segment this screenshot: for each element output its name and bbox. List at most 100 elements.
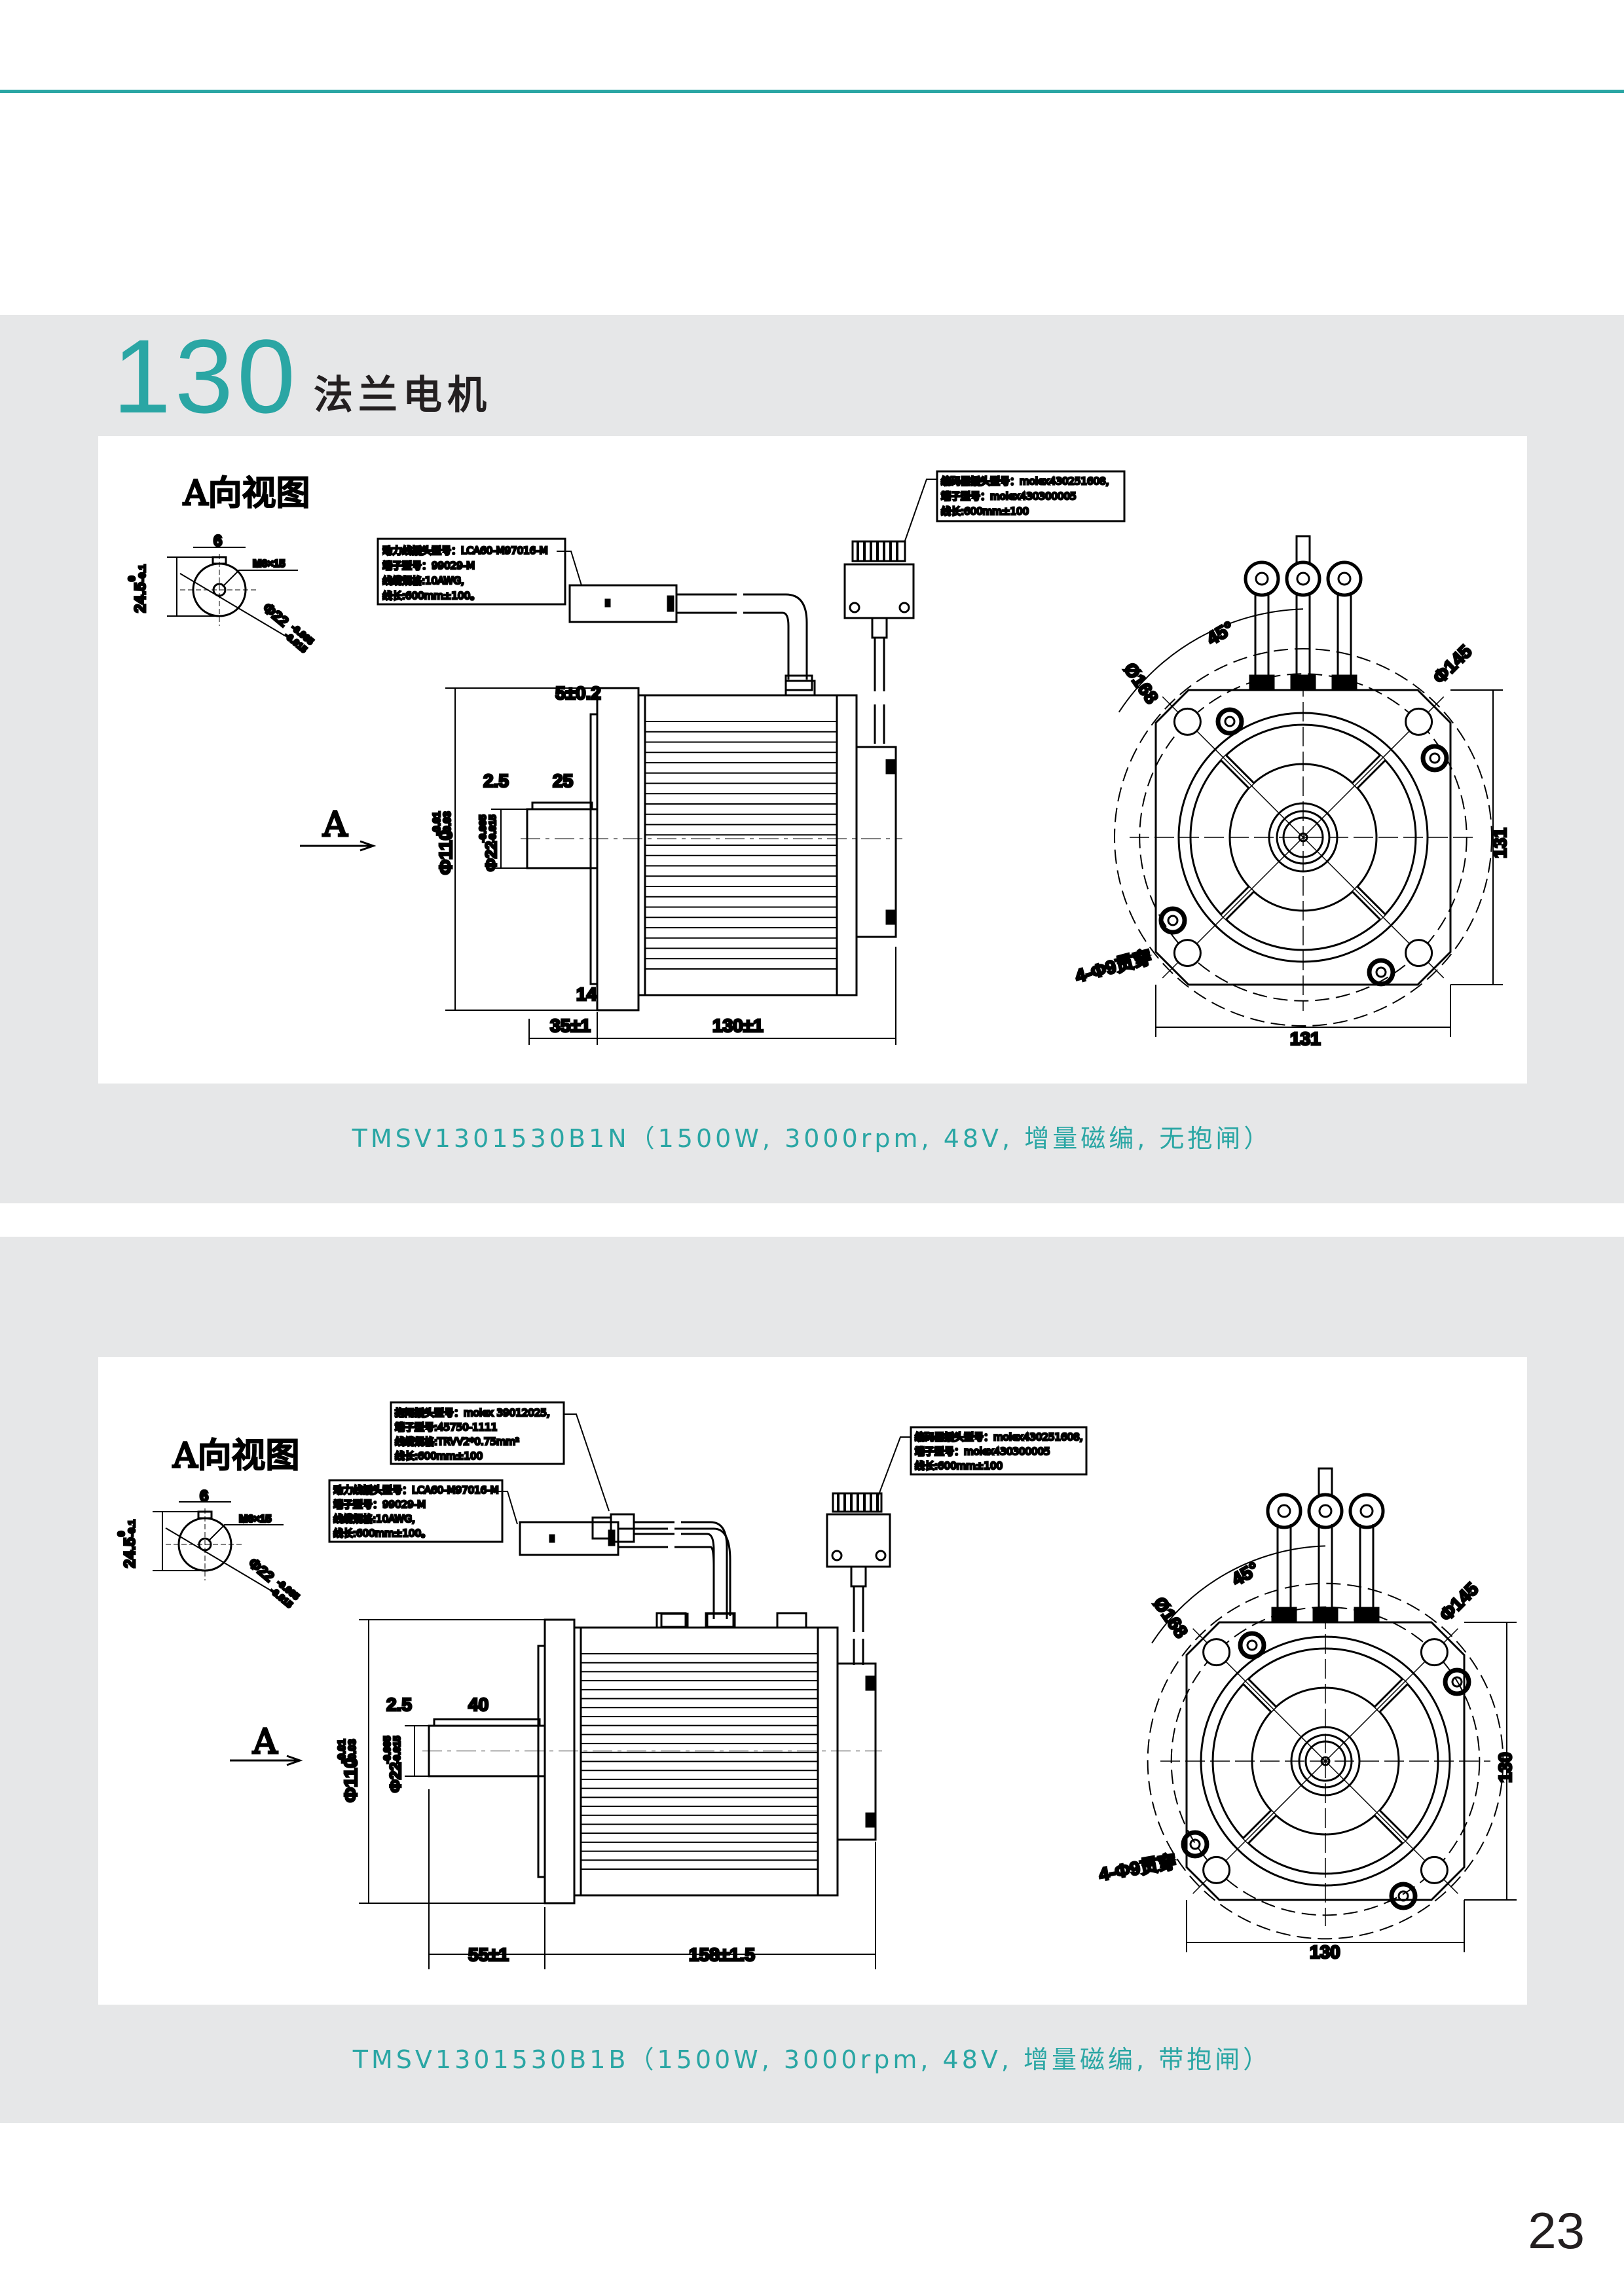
drawing-line	[153, 1511, 205, 1571]
technical-drawing-1: A向视图 6 M6×15 24.50-0.1 Φ22-0.005-0.015 动…	[126, 470, 1511, 1050]
bolt-center	[1375, 966, 1387, 978]
pcd-outer-circle	[1147, 1582, 1504, 1940]
label-line: 线缆规格:TRVV2*0.75mm²	[395, 1436, 519, 1448]
a-view-label: A向视图	[183, 474, 310, 513]
flange-step-dim: 5±0.2	[555, 683, 601, 703]
power-connector	[568, 584, 813, 691]
drawing-line	[180, 554, 259, 626]
label-line: 端子型号:45750-1111	[395, 1421, 497, 1433]
shaft-key	[433, 1718, 541, 1727]
holes-dim: 4-Φ9贯穿	[1073, 947, 1154, 987]
flange-thick-dim: 14	[576, 984, 597, 1004]
label-line: 线长:600mm±100	[915, 1460, 1003, 1472]
shaft-end-view	[153, 1501, 284, 1591]
motor-front-view	[1114, 535, 1503, 1037]
motor-front-view	[1147, 1467, 1517, 1952]
label-line: 端子型号：molex430300005	[941, 490, 1077, 502]
label-line: 动力线插头型号：LCA60-M97016-M	[333, 1484, 499, 1496]
thread-dim: M6×15	[253, 558, 285, 570]
tol-lower: -0.015	[487, 814, 498, 843]
motor-flange	[596, 687, 640, 1011]
drawing-line	[193, 547, 298, 587]
technical-drawing-2: A向视图 6 M6×15 24.50-0.1 Φ22-0.005-0.015 抱…	[115, 1401, 1517, 1969]
cable-connector	[1348, 1493, 1385, 1529]
center-line	[1160, 1609, 1490, 1926]
cable-pin	[1318, 1467, 1333, 1496]
spigot-dim: Φ110	[435, 830, 456, 875]
motor-side-view	[445, 680, 902, 1011]
drawing-line	[165, 1527, 271, 1591]
mounting-hole	[1173, 939, 1202, 968]
cable-connector	[1285, 560, 1321, 597]
drawing-line	[179, 573, 286, 636]
flange-spigot	[589, 713, 599, 985]
pcd-dim: Φ145	[1435, 1578, 1482, 1625]
encoder-cover	[855, 746, 897, 938]
header-rule	[0, 90, 1624, 93]
mounting-hole	[1173, 707, 1202, 736]
thread-dim: M6×15	[239, 1514, 271, 1525]
label-line: 端子型号：99029-M	[382, 560, 475, 572]
mounting-hole	[1420, 1855, 1449, 1884]
cable-gland	[655, 1612, 687, 1629]
cable-connector-center	[1255, 572, 1269, 586]
body-length-dim: 130±1	[712, 1015, 764, 1036]
bolt-center	[1246, 1639, 1258, 1651]
encoder-cover	[836, 1662, 877, 1841]
angle-dim: 45°	[1228, 1558, 1263, 1590]
drawing-line	[179, 1501, 284, 1542]
cable-connector-center	[1359, 1504, 1374, 1518]
bolt-center	[1189, 1838, 1201, 1850]
mounting-hole	[1202, 1638, 1231, 1667]
chamfer-dim: 2.5	[386, 1694, 412, 1715]
motor-side-view	[359, 1612, 882, 1904]
height-dim: 131	[1490, 828, 1510, 858]
dim-leader	[491, 809, 527, 869]
label-line: 编码器插头型号：molex430251608,	[941, 475, 1109, 487]
dim-leader	[445, 687, 597, 1011]
pcd-outer-circle	[1114, 648, 1492, 1027]
label-line: 抱闸插头型号：molex 39012025,	[395, 1407, 550, 1419]
label-line: 线长:600mm±100。	[382, 590, 480, 602]
cable-gland	[784, 680, 816, 697]
label-line: 编码器插头型号：molex430251608,	[915, 1431, 1082, 1443]
mounting-hole	[1420, 1638, 1449, 1667]
pcd-outer-dim: Ø168	[1149, 1594, 1192, 1642]
cover-screw	[865, 1812, 877, 1828]
mounting-hole	[1405, 939, 1433, 968]
power-cable-label: 动力线插头型号：LCA60-M97016-M 端子型号：99029-M 线缆规格…	[377, 538, 582, 606]
pcd-outer-dim: Ø168	[1120, 659, 1162, 708]
label-line: 端子型号：molex430300005	[915, 1446, 1050, 1457]
key-length-dim: 40	[468, 1694, 489, 1715]
dim-leader	[1186, 1900, 1465, 1952]
drawing-line	[166, 1508, 244, 1580]
bolt	[1389, 1882, 1418, 1910]
width-dim: 131	[1290, 1029, 1321, 1049]
tol-upper: -0.01	[432, 811, 443, 835]
bolt	[1215, 707, 1244, 736]
shaft-dia-dim: Φ22	[246, 1555, 278, 1585]
tol-upper: -0.01	[337, 1739, 348, 1763]
tol-upper: 0	[116, 1531, 127, 1537]
holes-dim: 4-Φ9贯穿	[1098, 1851, 1178, 1885]
pcd-dim: Φ145	[1429, 641, 1475, 687]
shaft-dim: Φ22	[387, 1762, 405, 1793]
flange-square	[1185, 1621, 1466, 1901]
cable-connector-center	[1296, 572, 1310, 586]
shaft-length-dim: 35±1	[550, 1015, 591, 1036]
keyway-dim: 6	[213, 532, 222, 550]
dim-leader	[1155, 985, 1451, 1037]
keyway-dim: 6	[200, 1487, 208, 1505]
dim-leader	[405, 1725, 429, 1777]
bolt	[1443, 1667, 1471, 1696]
a-arrow-label: A	[252, 1722, 278, 1762]
tol-lower: -0.015	[392, 1736, 403, 1764]
flange-spigot	[537, 1645, 546, 1878]
bolt-center	[1397, 1890, 1409, 1902]
key-length-dim: 25	[553, 771, 573, 791]
cable-gland	[1249, 674, 1275, 691]
cable-gland	[1290, 674, 1316, 691]
cable-connector	[1326, 560, 1363, 597]
a-arrow-icon	[300, 840, 377, 852]
